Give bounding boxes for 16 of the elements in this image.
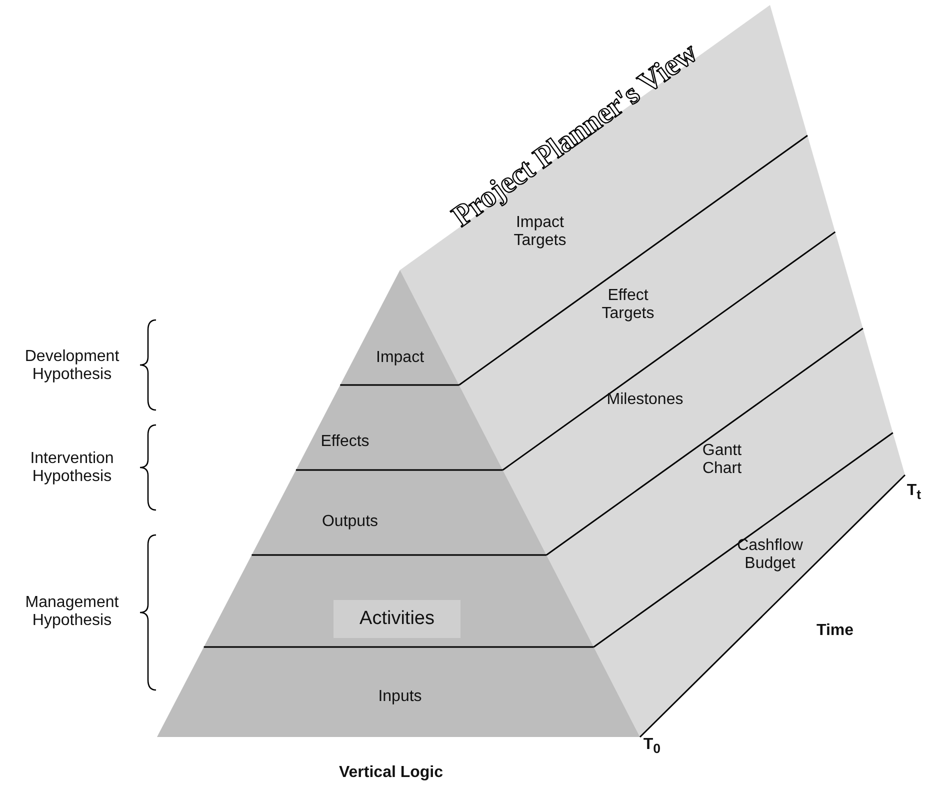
layer-label: Impact: [376, 349, 424, 367]
band-label: Cashflow Budget: [736, 537, 804, 573]
axis-label: Vertical Logic: [338, 764, 444, 782]
layer-label: Inputs: [378, 688, 422, 706]
hypothesis-label: Management Hypothesis: [24, 594, 120, 630]
axis-label: T$_{0}$: [643, 736, 661, 756]
hypothesis-label: Intervention Hypothesis: [29, 450, 115, 486]
layer-label: Effects: [320, 433, 370, 451]
axis-label: T$_{t}$: [906, 482, 922, 502]
layer-label: Activities: [334, 600, 460, 638]
band-label: Milestones: [606, 391, 684, 409]
layer-label: Outputs: [322, 513, 378, 531]
axis-label: Time: [816, 622, 854, 640]
hypothesis-label: Development Hypothesis: [24, 348, 120, 384]
band-label: Effect Targets: [600, 287, 656, 323]
band-label: Gantt Chart: [701, 442, 743, 478]
